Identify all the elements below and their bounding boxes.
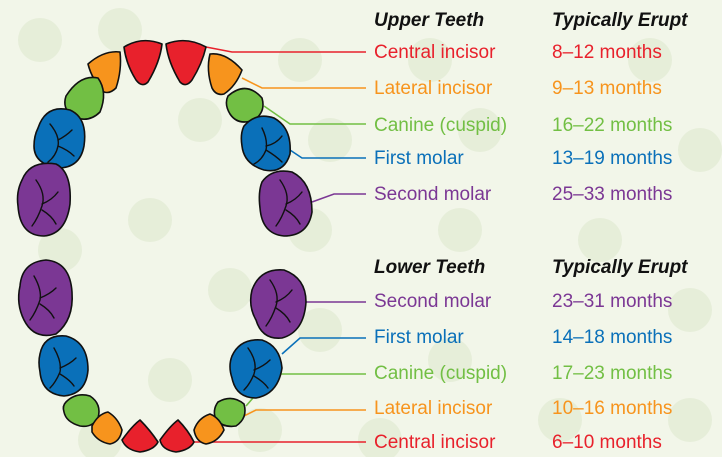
background-dot [178, 98, 222, 142]
upper-right-lateral-incisor-tooth [208, 54, 242, 95]
background-dot [208, 268, 252, 312]
background-dot [148, 358, 192, 402]
upper-central-incisor-label: Central incisor [374, 42, 495, 64]
lower-lateral-incisor-age: 10–16 months [552, 398, 672, 420]
lower-left-second-molar-tooth [19, 260, 73, 335]
upper-left-central-incisor-tooth [124, 41, 162, 85]
upper-left-second-molar-tooth [18, 163, 71, 236]
upper-right-first-molar-tooth [241, 116, 290, 170]
background-dot [128, 198, 172, 242]
lower-central-incisor-label: Central incisor [374, 432, 495, 454]
background-dot [668, 398, 712, 442]
upper-right-central-incisor-tooth [166, 41, 206, 85]
lower-left-central-incisor-tooth [122, 420, 158, 452]
upper-lateral-incisor-label: Lateral incisor [374, 78, 492, 100]
upper-erupt-header: Typically Erupt [552, 10, 688, 32]
upper-first-molar-label: First molar [374, 148, 464, 170]
lower-second-molar-label: Second molar [374, 291, 491, 313]
upper-central-incisor-age: 8–12 months [552, 42, 662, 64]
lower-right-central-incisor-tooth [160, 420, 194, 452]
background-dot [18, 18, 62, 62]
lower-right-second-molar-tooth [251, 270, 306, 338]
upper-lateral-incisor-age: 9–13 months [552, 78, 662, 100]
upper-canine-label: Canine (cuspid) [374, 115, 507, 137]
lower-canine-label: Canine (cuspid) [374, 363, 507, 385]
background-dot [678, 128, 722, 172]
background-dot [578, 218, 622, 262]
leader-lines [192, 47, 366, 442]
lower-second-molar-age: 23–31 months [552, 291, 672, 313]
upper-right-second-molar-tooth [259, 171, 312, 236]
lower-first-molar-label: First molar [374, 327, 464, 349]
upper-second-molar-leader [312, 194, 366, 202]
background-pattern [18, 8, 722, 457]
background-dot [668, 288, 712, 332]
lower-first-molar-age: 14–18 months [552, 327, 672, 349]
upper-second-molar-label: Second molar [374, 184, 491, 206]
upper-second-molar-age: 25–33 months [552, 184, 672, 206]
background-dot [278, 38, 322, 82]
upper-teeth-header: Upper Teeth [374, 10, 484, 32]
lower-teeth-header: Lower Teeth [374, 257, 485, 279]
upper-canine-age: 16–22 months [552, 115, 672, 137]
lower-right-first-molar-tooth [230, 340, 282, 398]
background-dot [438, 208, 482, 252]
upper-first-molar-age: 13–19 months [552, 148, 672, 170]
lower-left-first-molar-tooth [39, 336, 88, 396]
upper-left-first-molar-tooth [34, 109, 85, 168]
lower-erupt-header: Typically Erupt [552, 257, 688, 279]
lower-lateral-incisor-label: Lateral incisor [374, 398, 492, 420]
lower-central-incisor-age: 6–10 months [552, 432, 662, 454]
lower-canine-age: 17–23 months [552, 363, 672, 385]
